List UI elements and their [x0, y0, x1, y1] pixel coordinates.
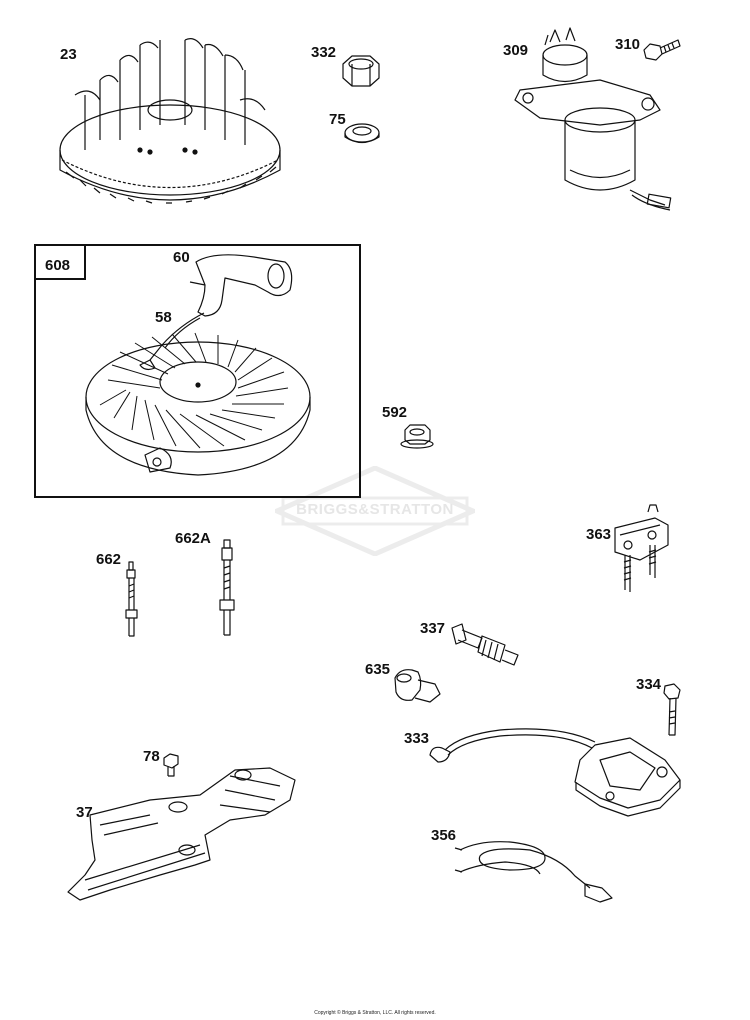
bolt-part-310: [643, 39, 681, 61]
ignition-armature-part-333: [429, 728, 681, 817]
kit-608-tab: [34, 244, 86, 280]
washer-part-75: [344, 123, 380, 144]
callout-23: 23: [60, 46, 77, 63]
starter-handle-part-60: [189, 254, 293, 317]
flywheel-part-23: [59, 38, 281, 204]
callout-334: 334: [636, 676, 662, 693]
copyright-notice: Copyright © Briggs & Stratton, LLC. All …: [314, 1010, 436, 1016]
callout-332: 332: [311, 44, 337, 61]
callout-592: 592: [382, 404, 408, 421]
screw-part-78: [163, 753, 179, 777]
callout-662a: 662A: [175, 530, 211, 547]
stud-part-662: [125, 561, 138, 637]
callout-662: 662: [96, 551, 122, 568]
bracket-part-363: [614, 504, 669, 592]
air-guide-part-37: [67, 767, 296, 901]
kit-608-box: [34, 244, 361, 498]
callout-309: 309: [503, 42, 529, 59]
starter-motor-part-309: [514, 27, 672, 211]
callout-60: 60: [173, 249, 190, 266]
callout-363: 363: [586, 526, 612, 543]
recoil-starter-kit-608: [85, 332, 311, 476]
spark-plug-boot-part-635: [394, 669, 441, 703]
callout-37: 37: [76, 804, 93, 821]
callout-78: 78: [143, 748, 160, 765]
callout-310: 310: [615, 36, 641, 53]
nut-part-332: [342, 55, 380, 87]
stud-part-662A: [219, 539, 235, 636]
kit-608-label: 608: [45, 257, 71, 274]
callout-356: 356: [431, 827, 457, 844]
callout-337: 337: [420, 620, 446, 637]
callout-635: 635: [365, 661, 391, 678]
callout-58: 58: [155, 309, 172, 326]
flange-nut-part-592: [400, 424, 434, 449]
spark-plug-part-337: [451, 623, 519, 666]
callout-333: 333: [404, 730, 430, 747]
bolt-part-334: [663, 683, 681, 736]
wire-harness-part-356: [454, 841, 613, 903]
watermark-text: BRIGGS&STRATTON: [296, 501, 454, 518]
callout-75: 75: [329, 111, 346, 128]
